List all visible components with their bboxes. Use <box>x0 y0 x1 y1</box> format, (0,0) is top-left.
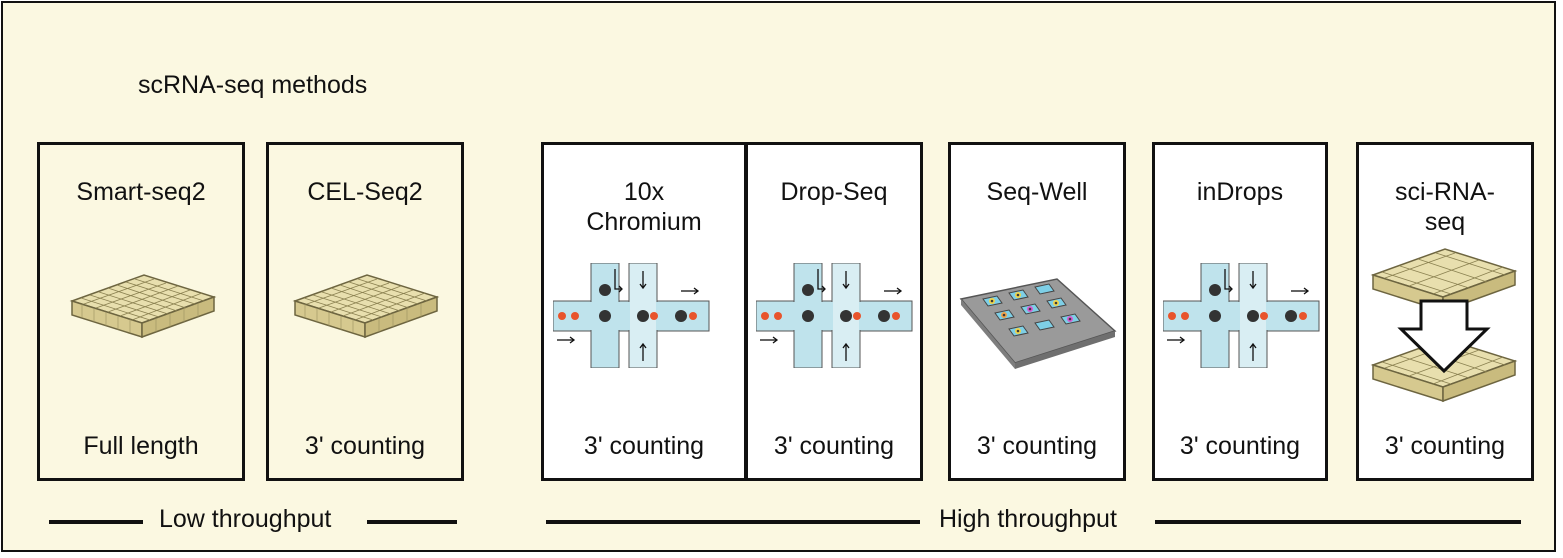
high-throughput-rule-left <box>546 520 920 524</box>
method-name: sci-RNA- seq <box>1395 178 1495 236</box>
method-kind: 3' counting <box>304 432 426 460</box>
stacked-plates-arrow-icon <box>1370 248 1518 403</box>
microfluidic-junction-icon <box>756 263 913 368</box>
method-name: CEL-Seq2 <box>307 178 423 206</box>
method-kind: Full length <box>83 432 199 460</box>
plate-icon <box>69 274 217 339</box>
method-name: Seq-Well <box>986 178 1088 206</box>
method-card-indrops: inDrops 3' counting <box>1152 142 1328 481</box>
method-name: Smart-seq2 <box>76 178 206 206</box>
microfluidic-junction-icon <box>553 263 710 368</box>
method-name: Drop-Seq <box>780 178 888 206</box>
method-card-seq-well: Seq-Well <box>948 142 1126 481</box>
picowell-array-icon <box>959 278 1117 369</box>
method-card-drop-seq: Drop-Seq 3' counting <box>745 142 923 481</box>
method-name: 10x Chromium <box>586 178 702 236</box>
high-throughput-label: High throughput <box>933 505 1123 534</box>
method-kind: 3' counting <box>1384 432 1506 460</box>
figure-title: scRNA-seq methods <box>138 71 368 99</box>
plate-icon <box>292 274 440 339</box>
method-kind: 3' counting <box>583 432 705 460</box>
method-name: inDrops <box>1196 178 1284 206</box>
method-card-10x-chromium: 10x Chromium 3' counting <box>541 142 747 481</box>
low-throughput-label: Low throughput <box>153 505 338 534</box>
method-kind: 3' counting <box>773 432 895 460</box>
down-arrow-icon <box>1397 299 1491 374</box>
low-throughput-rule-left <box>49 520 143 524</box>
method-kind: 3' counting <box>1179 432 1301 460</box>
method-kind: 3' counting <box>976 432 1098 460</box>
microfluidic-junction-icon <box>1163 263 1320 368</box>
method-card-sci-rna-seq: sci-RNA- seq 3' c <box>1356 142 1534 481</box>
method-card-cel-seq2: CEL-Seq2 3' counting <box>266 142 464 481</box>
high-throughput-rule-right <box>1155 520 1521 524</box>
method-card-smart-seq2: Smart-seq2 Full length <box>37 142 245 481</box>
low-throughput-rule-right <box>367 520 457 524</box>
